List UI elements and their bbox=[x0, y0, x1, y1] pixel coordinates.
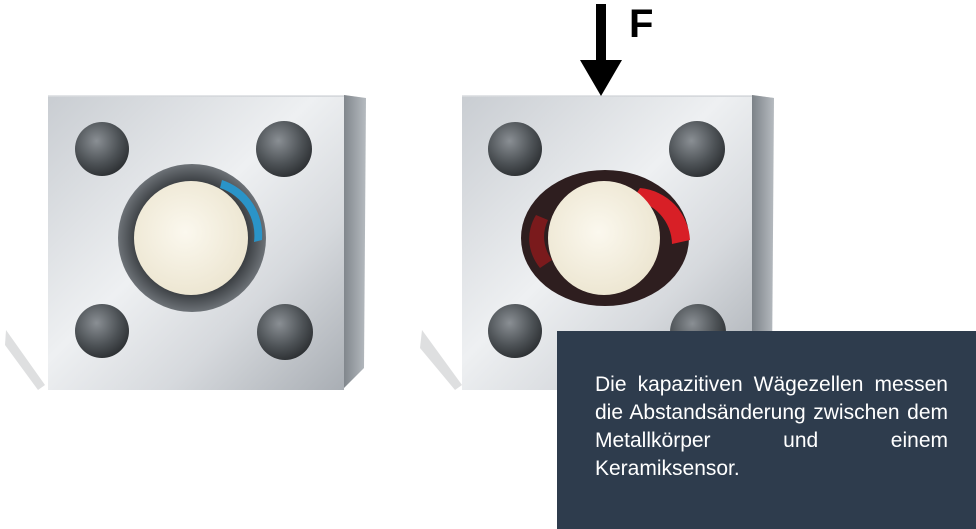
down-arrow-icon bbox=[580, 4, 622, 96]
force-label: F bbox=[629, 2, 654, 46]
caption-box: Die kapazitiven Wägezellen messen die Ab… bbox=[557, 331, 976, 529]
unloaded-metal-block bbox=[5, 95, 366, 390]
caption-text: Die kapazitiven Wägezellen messen die Ab… bbox=[595, 373, 948, 480]
ceramic-sensor-loaded bbox=[548, 181, 660, 295]
measuring-gap-blue bbox=[220, 180, 263, 242]
ceramic-sensor-unloaded bbox=[134, 181, 248, 295]
